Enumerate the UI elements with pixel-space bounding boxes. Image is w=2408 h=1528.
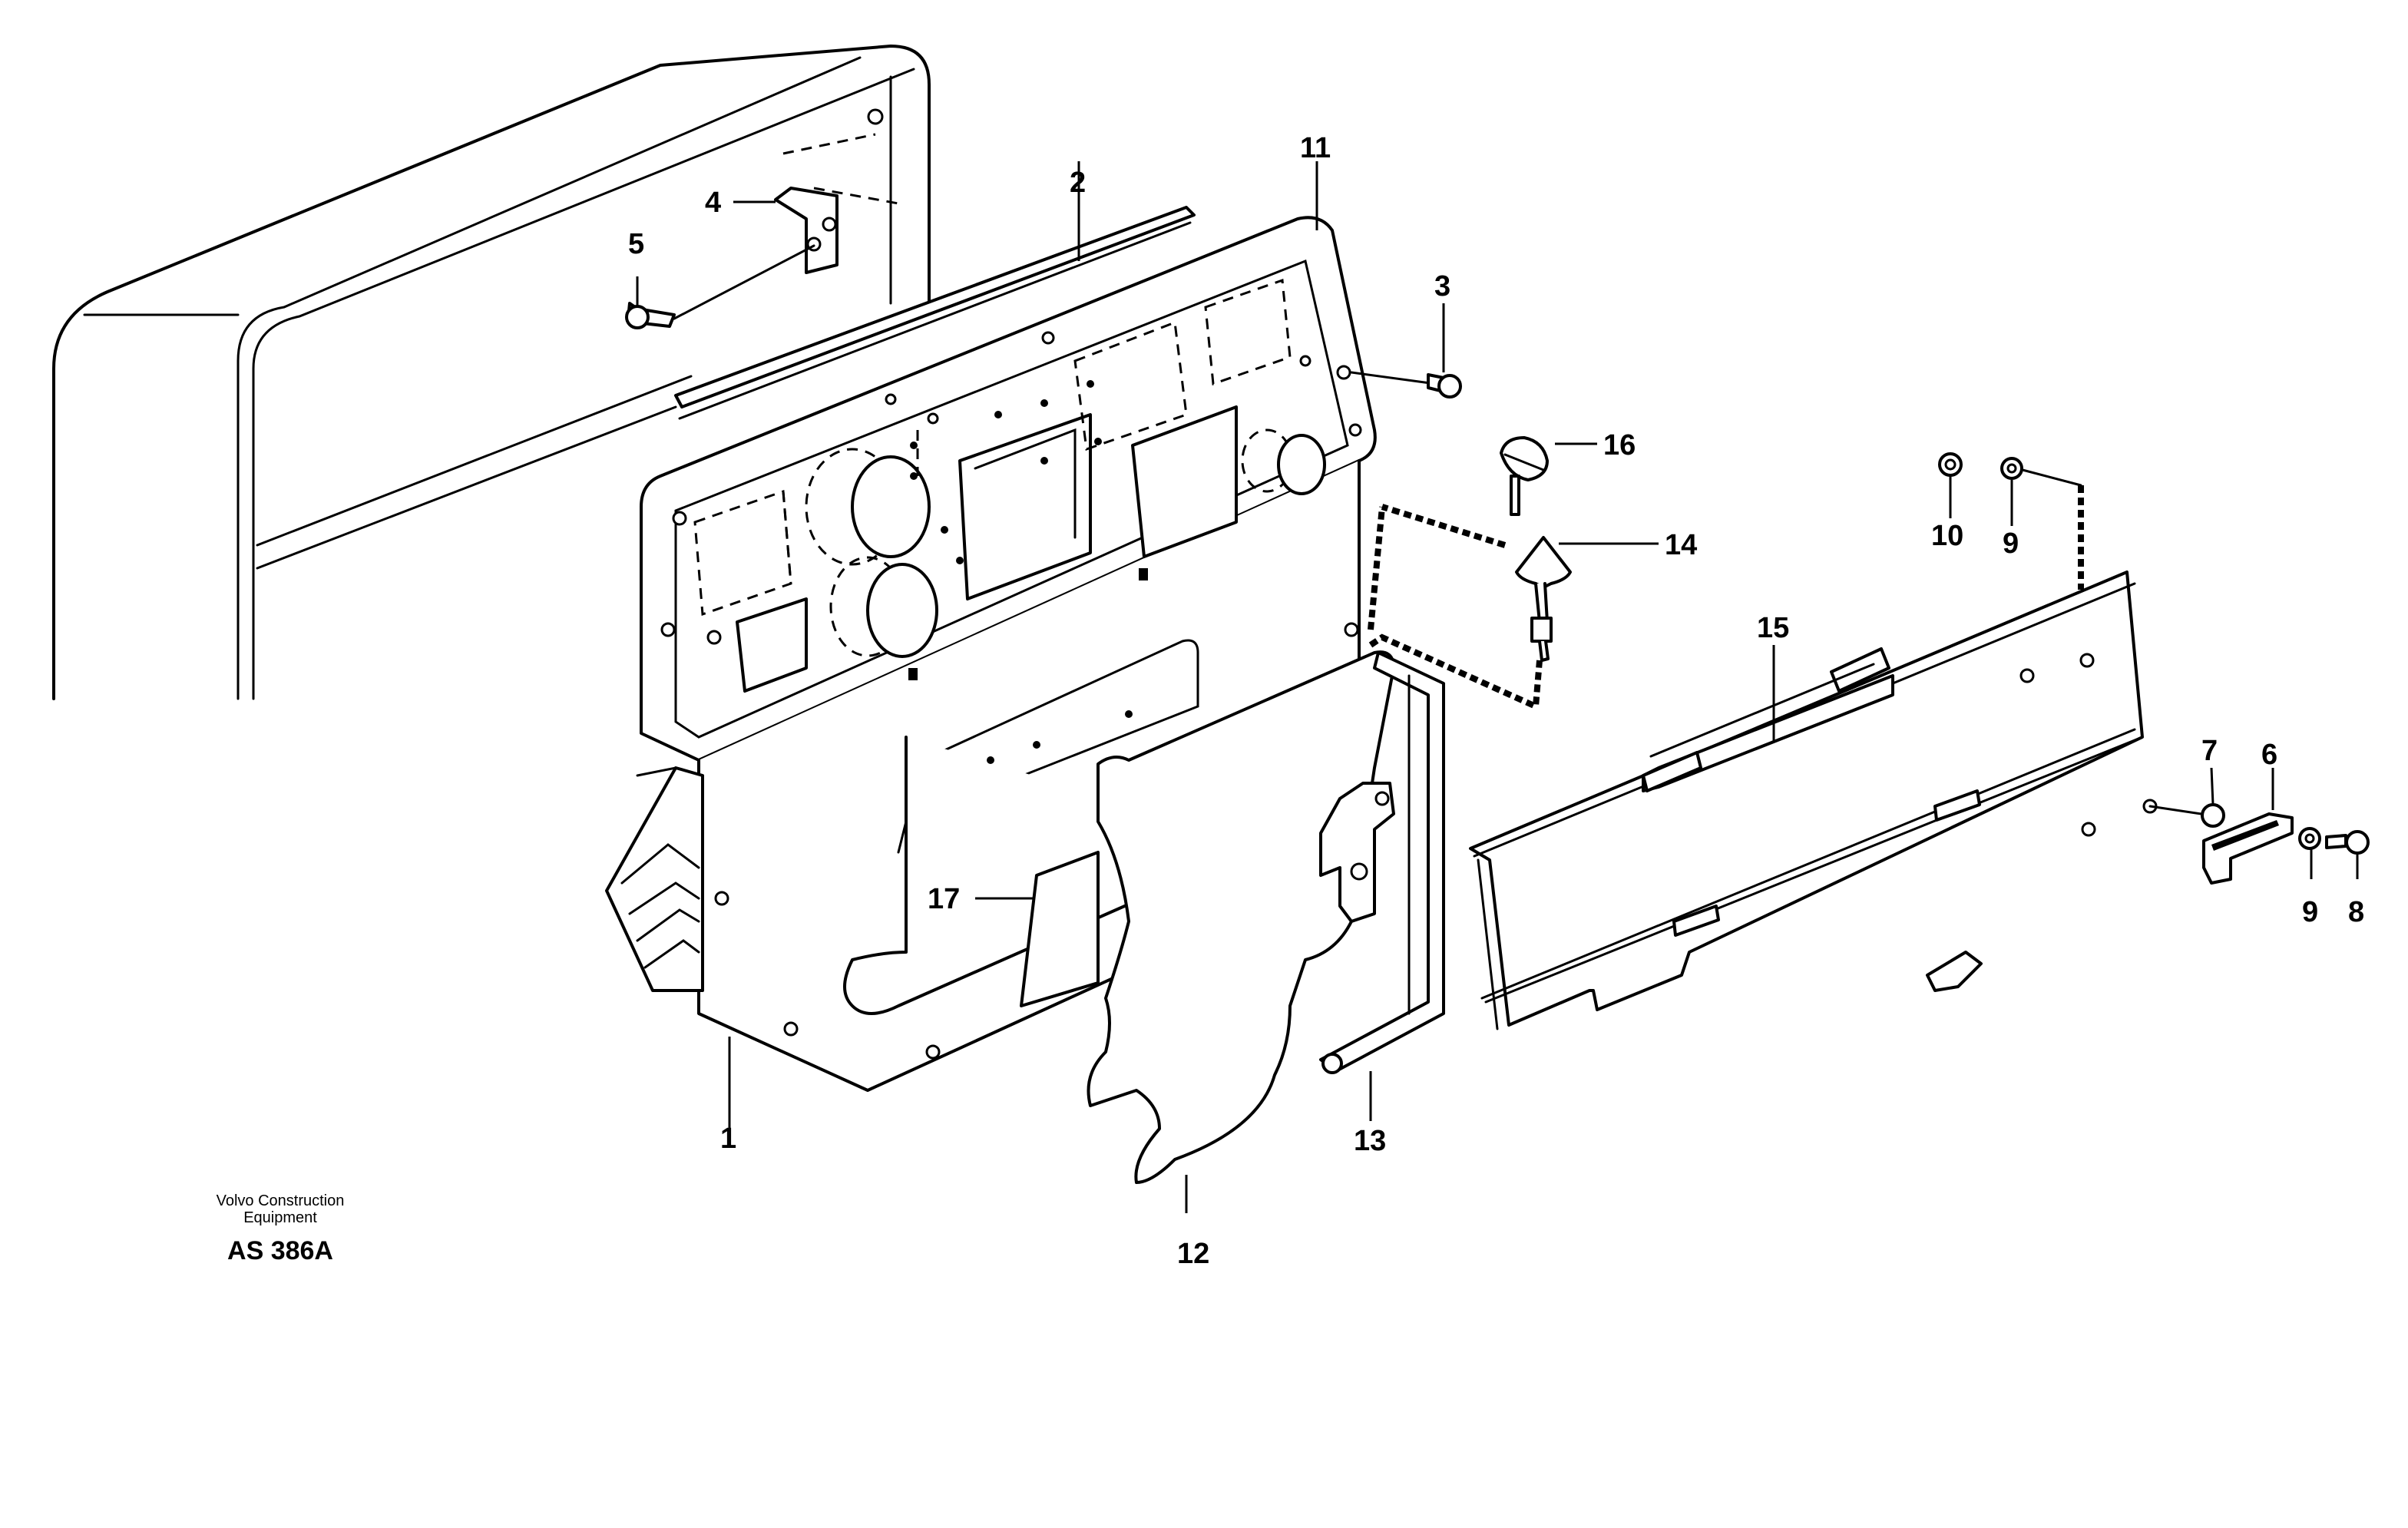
callout-labels: 1 2 3 4 5 6 7 8 9 10 9 11 12 13 14 15 16… (628, 132, 2364, 1270)
part-instrument-housing (605, 216, 1377, 1092)
figure-reference: AS 386A (227, 1236, 333, 1265)
callout-3: 3 (1434, 270, 1450, 303)
part-screw-3 (1350, 371, 1462, 399)
callout-12: 12 (1177, 1238, 1209, 1270)
callout-2: 2 (1070, 167, 1086, 199)
dashed-link-knob (1368, 506, 1385, 630)
part-knob (1381, 436, 1549, 548)
callout-4: 4 (705, 187, 721, 219)
part-bracket (774, 133, 899, 274)
part-screw-5 (625, 244, 815, 329)
callout-5: 5 (628, 228, 644, 260)
callout-13: 13 (1354, 1125, 1386, 1157)
part-label (1020, 851, 1100, 1007)
callout-15: 15 (1757, 612, 1789, 644)
part-side-seal (1319, 651, 1445, 1074)
callout-14: 14 (1665, 529, 1697, 561)
part-gasket-sheet (1087, 650, 1395, 1184)
maker-line-2: Equipment (243, 1209, 317, 1226)
callout-10: 10 (1931, 520, 1963, 552)
part-clamp-assembly (2201, 803, 2370, 885)
callout-8: 8 (2348, 896, 2364, 928)
maker-line-1: Volvo Construction (217, 1192, 345, 1209)
callout-1: 1 (720, 1123, 736, 1155)
dashed-link-latch (1368, 633, 1543, 711)
part-handle (1515, 536, 1572, 662)
leader-lines (636, 161, 2359, 1213)
cab-shell (52, 45, 931, 700)
diagram-footer: Volvo Construction Equipment AS 386A (217, 1192, 345, 1265)
callout-11: 11 (1300, 132, 1331, 164)
callout-6: 6 (2261, 739, 2277, 771)
callout-7: 7 (2201, 735, 2218, 767)
part-panel-latch (1319, 782, 1395, 923)
part-seal-strip (674, 206, 1196, 420)
callout-9-top: 9 (2003, 528, 2019, 560)
callout-16: 16 (1603, 429, 1636, 461)
callout-17: 17 (928, 883, 960, 915)
part-cover-panel (1469, 571, 2213, 1030)
callout-9-bottom: 9 (2302, 896, 2318, 928)
part-washers-top (1938, 452, 2084, 590)
